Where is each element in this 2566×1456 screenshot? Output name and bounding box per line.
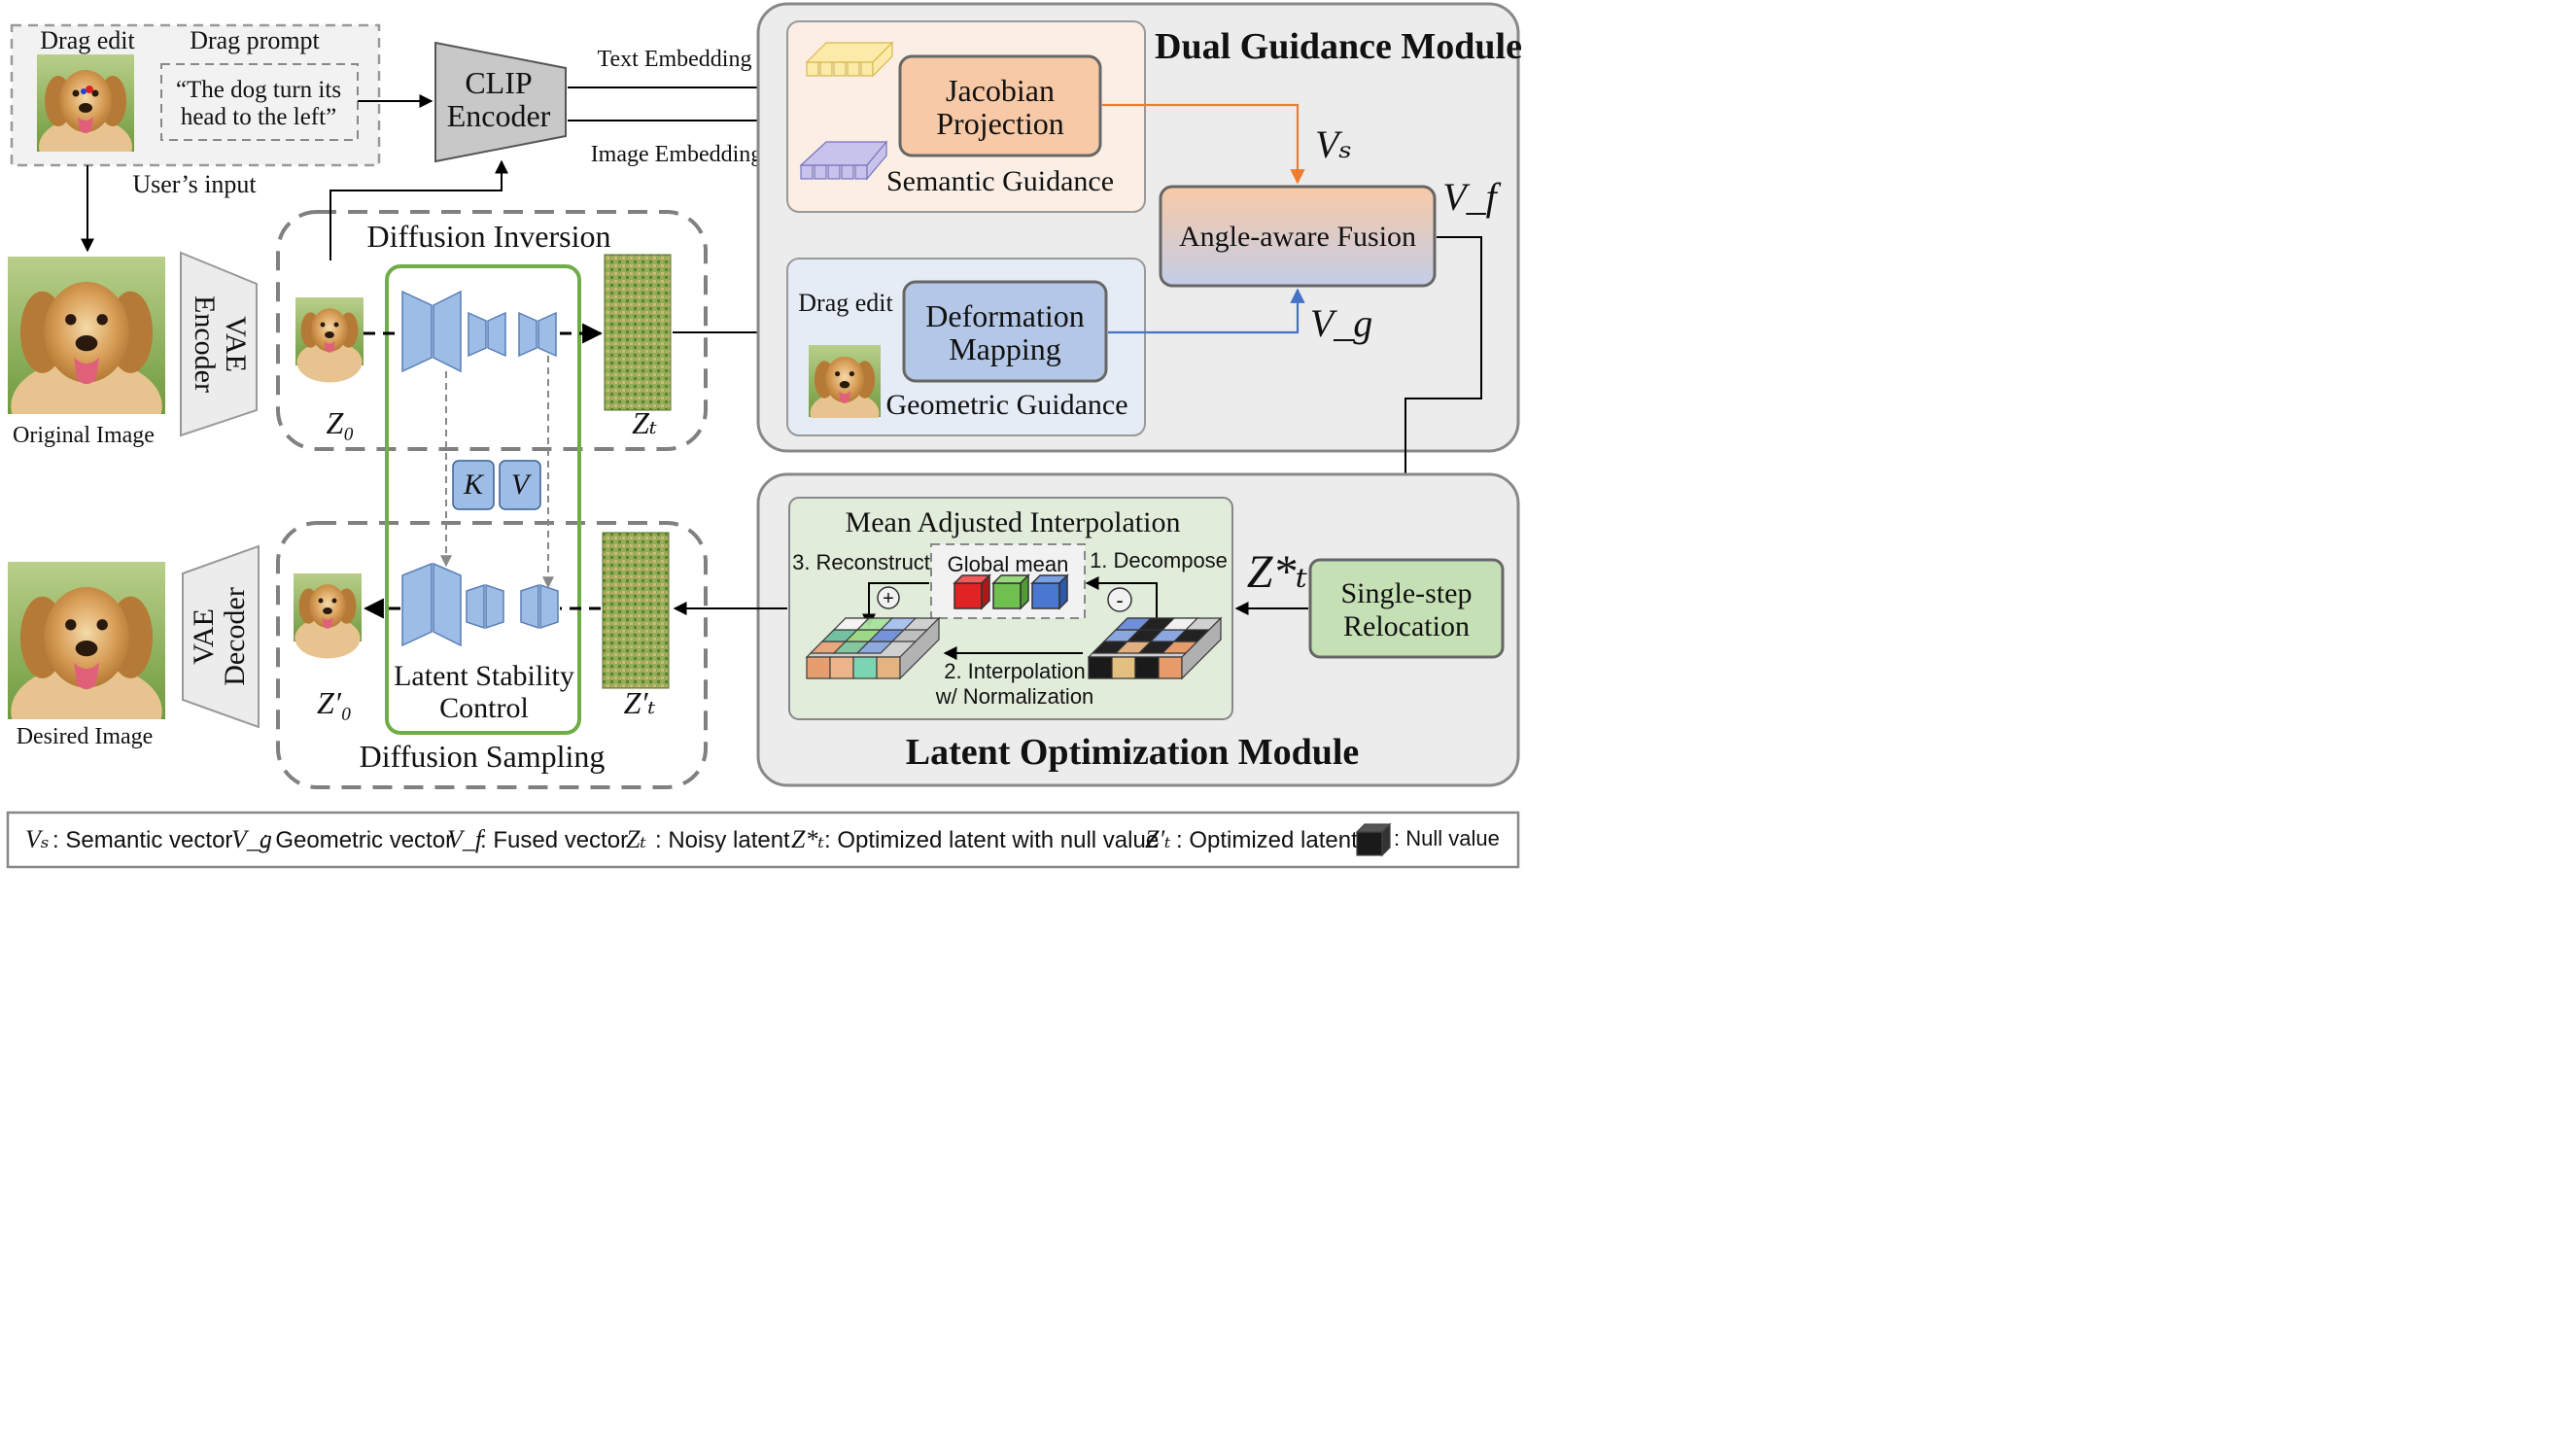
arrow-semantic-to-fusion [1102, 103, 1305, 185]
legend-vg-symbol: V_g [231, 825, 272, 853]
vae-decoder-line1: VAE [188, 608, 220, 665]
legend-vs-text: : Semantic vector [52, 827, 232, 853]
arrow-geometric-to-fusion [1108, 288, 1305, 334]
single-step-relocation-box [1308, 558, 1505, 659]
v-label: V [511, 468, 533, 501]
interp-line2: w/ Normalization [935, 684, 1094, 709]
null-latent-grid [1087, 616, 1223, 680]
legend-ztstar-symbol: Z*ₜ [791, 825, 824, 853]
latent-stability-box [385, 264, 581, 735]
dual-guidance-title: Dual Guidance Module [1155, 26, 1522, 67]
diffusion-inversion-label: Diffusion Inversion [367, 219, 611, 254]
clip-line2: Encoder [447, 98, 551, 133]
clip-encoder-shape [434, 41, 567, 163]
jacobian-projection-box [898, 54, 1102, 157]
legend-null-text: : Null value [1394, 826, 1500, 850]
vae-decoder-line2: Decoder [219, 587, 251, 686]
fusion-label: Angle-aware Fusion [1179, 221, 1416, 253]
z0-label: Z₀ [327, 405, 355, 440]
drag-prompt-label: Drag prompt [190, 26, 320, 54]
original-image-label: Original Image [13, 423, 155, 448]
vg-label: V_g [1310, 301, 1372, 345]
arrow-reconstruct [862, 582, 929, 628]
vs-label: Vₛ [1315, 122, 1352, 166]
geometric-guidance-label: Geometric Guidance [885, 389, 1127, 421]
mai-title: Mean Adjusted Interpolation [846, 506, 1181, 538]
legend-vg-text: : Geometric vector [262, 827, 453, 853]
z0-image [295, 297, 364, 383]
prompt-line1: “The dog turn its [176, 77, 341, 103]
relocation-line1: Single-step [1341, 577, 1473, 609]
legend-box [6, 811, 1520, 869]
desired-image-label: Desired Image [17, 724, 154, 749]
prompt-line2: head to the left” [181, 104, 336, 130]
global-mean-cubes [953, 573, 1069, 610]
z0-prime-image [294, 573, 362, 659]
latent-optimization-title: Latent Optimization Module [906, 732, 1360, 773]
vae-encoder-line2: Encoder [189, 295, 221, 393]
inversion-unet [401, 290, 557, 373]
z0-prime-label: Z′₀ [317, 685, 352, 720]
minus-label: - [1116, 588, 1123, 612]
latent-stability-line2: Control [439, 692, 529, 724]
k-label: K [463, 468, 485, 501]
jacobian-line2: Projection [936, 106, 1064, 141]
legend: Vₛ : Semantic vector V_g : Geometric vec… [25, 822, 1500, 857]
semantic-guidance-label: Semantic Guidance [886, 165, 1114, 197]
zt-prime-label: Z′ₜ [624, 685, 656, 720]
zt-noisy-image [604, 254, 672, 411]
diffusion-sampling-label: Diffusion Sampling [360, 739, 606, 774]
legend-vf-symbol: V_f [447, 825, 486, 853]
jacobian-line1: Jacobian [946, 73, 1055, 108]
vae-encoder-line1: VAE [220, 316, 252, 372]
drag-point-icon [86, 86, 93, 93]
legend-zt-text: : Noisy latent [655, 827, 790, 853]
k-box [452, 460, 495, 510]
null-value-cube-icon [1355, 822, 1392, 857]
vae-decoder-shape [182, 544, 260, 729]
image-embedding-label: Image Embedding [591, 142, 763, 167]
relocation-line2: Relocation [1343, 610, 1470, 642]
deformation-line1: Deformation [925, 298, 1085, 333]
zt-star-label: Z*ₜ [1247, 546, 1308, 598]
zt-prime-noisy-image [602, 532, 670, 689]
legend-ztprime-text: : Optimized latent [1176, 827, 1358, 853]
legend-zt-symbol: Zₜ [626, 825, 646, 853]
image-token-icon [799, 140, 888, 181]
drag-edit-label: Drag edit [40, 26, 135, 54]
drag-target-icon [81, 88, 87, 94]
deformation-line2: Mapping [949, 331, 1061, 366]
global-mean-label: Global mean [948, 552, 1069, 576]
decompose-label: 1. Decompose [1090, 548, 1228, 572]
text-embedding-label: Text Embedding [598, 47, 752, 72]
text-token-icon [805, 41, 894, 78]
angle-aware-fusion-box [1159, 185, 1437, 288]
plus-label: + [883, 588, 894, 609]
interp-line1: 2. Interpolation [944, 659, 1086, 683]
users-input-label: User’s input [132, 170, 257, 198]
legend-vf-text: : Fused vector [480, 827, 628, 853]
diffusion-sampling-box [276, 521, 708, 789]
deformation-mapping-box [902, 280, 1108, 383]
reconstruct-label: 3. Reconstruct [792, 550, 930, 574]
legend-ztprime-symbol: Z′ₜ [1145, 825, 1171, 853]
minus-icon [1107, 587, 1132, 612]
zt-label: Zₜ [632, 405, 657, 440]
arrow-decompose [1085, 576, 1158, 622]
legend-vs-symbol: Vₛ [25, 825, 50, 853]
diffusion-inversion-box [276, 210, 708, 451]
plus-icon [877, 586, 900, 609]
vae-encoder-shape [180, 251, 258, 437]
arrow-z0-to-clip [329, 159, 508, 260]
arrow-fusion-to-relocation [1399, 236, 1482, 558]
geometric-drag-edit-label: Drag edit [798, 289, 893, 317]
users-input-panel: Drag edit Drag prompt “The dog turn its … [10, 23, 381, 167]
latent-stability-line1: Latent Stability [394, 660, 574, 692]
v-box [499, 460, 541, 510]
reconstructed-latent-grid [805, 616, 941, 680]
sampling-unet [401, 562, 559, 647]
legend-ztstar-text: : Optimized latent with null value [824, 827, 1159, 853]
clip-line1: CLIP [465, 65, 532, 100]
vf-label: V_f [1442, 175, 1501, 219]
